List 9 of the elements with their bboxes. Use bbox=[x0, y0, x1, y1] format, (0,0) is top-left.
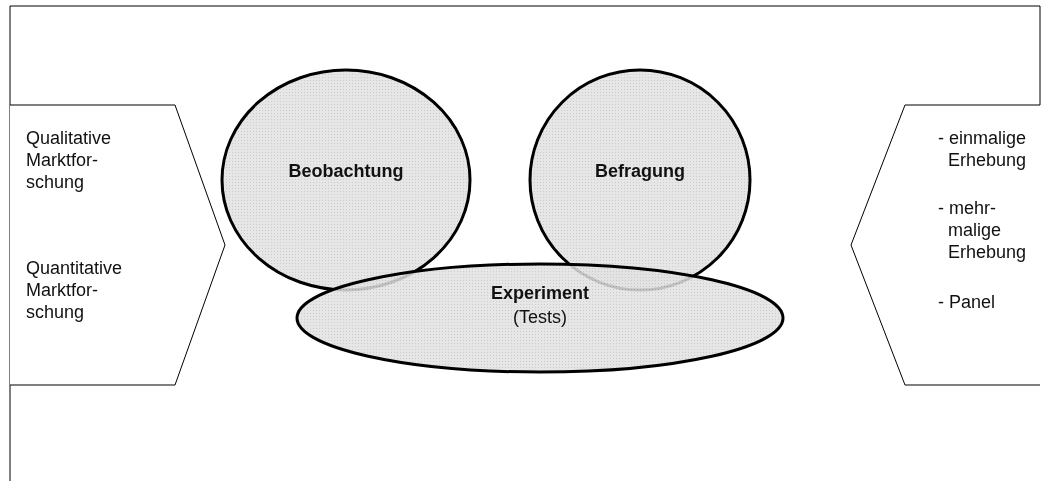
node-title: Befragung bbox=[594, 160, 686, 182]
node-text: Quantitative Marktfor- schung bbox=[26, 257, 124, 323]
node-text: - mehr- malige Erhebung bbox=[938, 197, 1028, 263]
node-text: - Panel bbox=[938, 291, 997, 313]
node-title: Experiment bbox=[489, 282, 590, 304]
node-text: Qualitative Marktfor- schung bbox=[26, 127, 113, 193]
node-title: Beobachtung bbox=[287, 160, 405, 182]
node-text: - einmalige Erhebung bbox=[938, 127, 1028, 171]
node-text: (Tests) bbox=[512, 306, 568, 328]
